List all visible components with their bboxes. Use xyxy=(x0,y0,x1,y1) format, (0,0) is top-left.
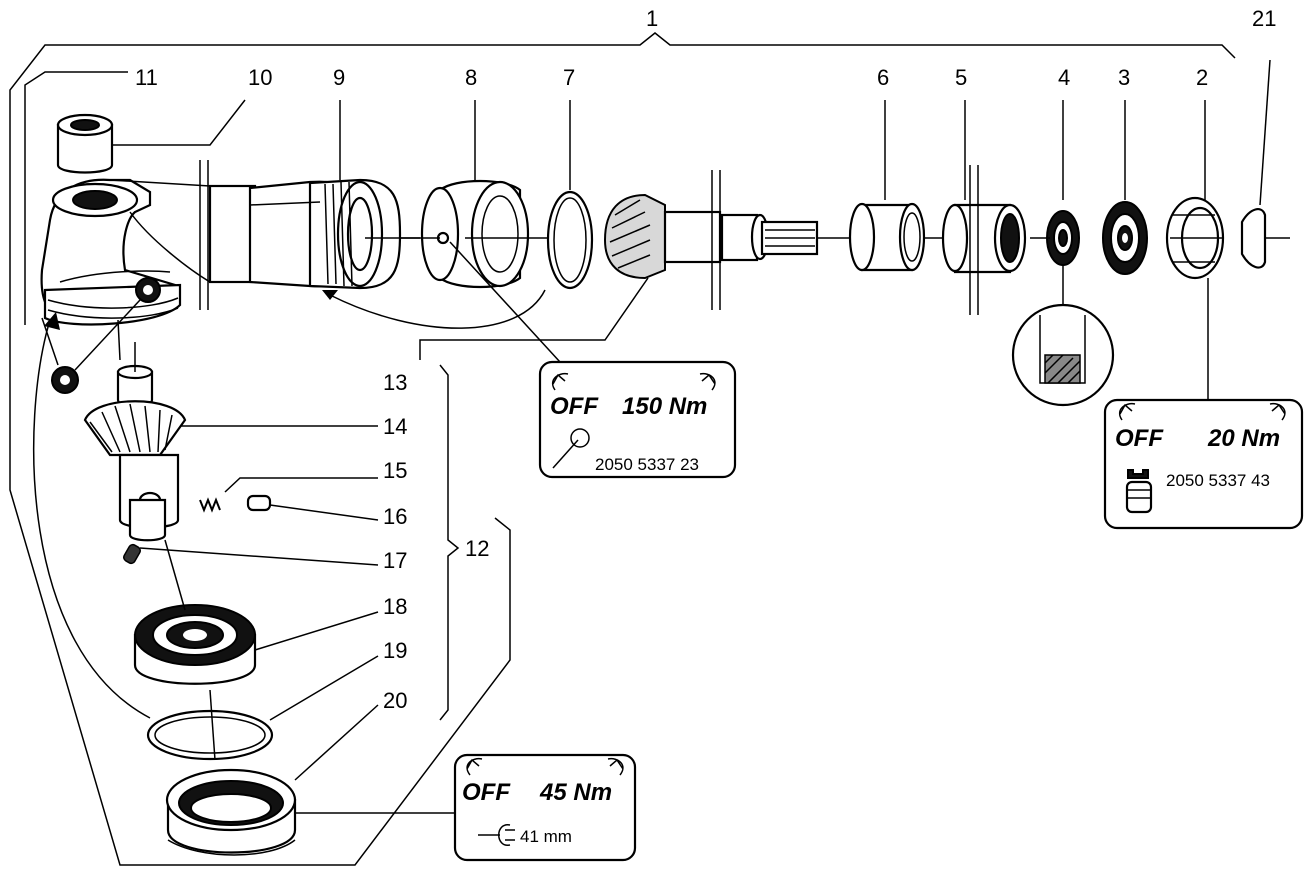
torque-value-45: 45 Nm xyxy=(539,779,612,806)
open-wrench-icon xyxy=(478,824,515,846)
torque-box-angle-head-nut: OFF 45 Nm 41 mm xyxy=(453,753,637,862)
tube-housing-9: 9 xyxy=(208,65,420,290)
torque-direction-20: OFF xyxy=(1115,425,1164,452)
pin-spanner-icon xyxy=(552,428,590,469)
needle-bearing-6: 6 xyxy=(848,65,945,272)
torque-direction-150: OFF xyxy=(550,393,599,420)
bearing-nut-2: 2 xyxy=(1165,65,1225,400)
assembly-arrow-left xyxy=(32,312,151,719)
tool-number-20: 2050 5337 43 xyxy=(1166,471,1270,490)
callout-1: 1 xyxy=(646,6,658,31)
angle-head-nut-20: 20 xyxy=(165,688,455,856)
callout-9: 9 xyxy=(333,65,345,90)
torque-box-bearing-nut: OFF 20 Nm 2050 5337 43 xyxy=(1103,398,1304,530)
callout-10: 10 xyxy=(248,65,272,90)
tool-number-150: 2050 5337 23 xyxy=(595,455,699,474)
pinion-shaft xyxy=(419,170,850,360)
bearing-4: 4 xyxy=(1011,65,1115,407)
callout-20: 20 xyxy=(383,688,407,713)
angle-head-housing xyxy=(40,178,211,326)
bearing-18: 18 xyxy=(133,539,407,685)
pin-16 xyxy=(246,494,379,521)
assembly-brace-1: 1 xyxy=(9,6,1236,295)
torque-direction-45: OFF xyxy=(462,779,511,806)
callout-16: 16 xyxy=(383,504,407,529)
callout-11: 11 xyxy=(135,65,158,90)
callout-2: 2 xyxy=(1196,65,1208,90)
callout-4: 4 xyxy=(1058,65,1070,90)
bushing-10: 10 xyxy=(56,65,272,174)
callout-5: 5 xyxy=(955,65,967,90)
callout-21: 21 xyxy=(1252,6,1276,31)
callout-7: 7 xyxy=(563,65,575,90)
bevel-gear-14 xyxy=(83,319,378,542)
callout-14: 14 xyxy=(383,414,407,439)
hand-spanner-icon xyxy=(1125,469,1153,514)
callout-12: 12 xyxy=(465,536,489,561)
callouts-13-17: 13 14 15 16 17 xyxy=(383,370,407,573)
break-marks-housing xyxy=(199,160,209,310)
pin-17 xyxy=(123,543,379,566)
callout-18: 18 xyxy=(383,594,407,619)
callout-17: 17 xyxy=(383,548,407,573)
screw-11 xyxy=(41,299,141,394)
callout-3: 3 xyxy=(1118,65,1130,90)
torque-box-housing-nut: OFF 150 Nm 2050 5337 23 xyxy=(449,241,737,479)
retainer-21: 21 xyxy=(1240,6,1290,269)
callout-8: 8 xyxy=(465,65,477,90)
assembly-arrow-8-to-9 xyxy=(322,289,546,329)
snap-ring-7: 7 xyxy=(546,65,594,290)
bearing-3: 3 xyxy=(1102,65,1148,275)
callout-15: 15 xyxy=(383,458,407,483)
torque-value-150: 150 Nm xyxy=(622,393,707,420)
housing-nut-8: 8 xyxy=(400,65,560,289)
torque-value-20: 20 Nm xyxy=(1207,425,1280,452)
callout-19: 19 xyxy=(383,638,407,663)
wrench-size-45: 41 mm xyxy=(520,827,572,846)
o-ring-19: 19 xyxy=(146,638,407,761)
callout-6: 6 xyxy=(877,65,889,90)
spring-15 xyxy=(199,477,378,513)
bracket-11: 11 xyxy=(24,65,158,325)
callout-13: 13 xyxy=(383,370,407,395)
bracket-12-outer xyxy=(9,295,511,866)
bracket-12-inner: 12 xyxy=(439,364,489,721)
bushing-5: 5 xyxy=(941,65,1027,315)
